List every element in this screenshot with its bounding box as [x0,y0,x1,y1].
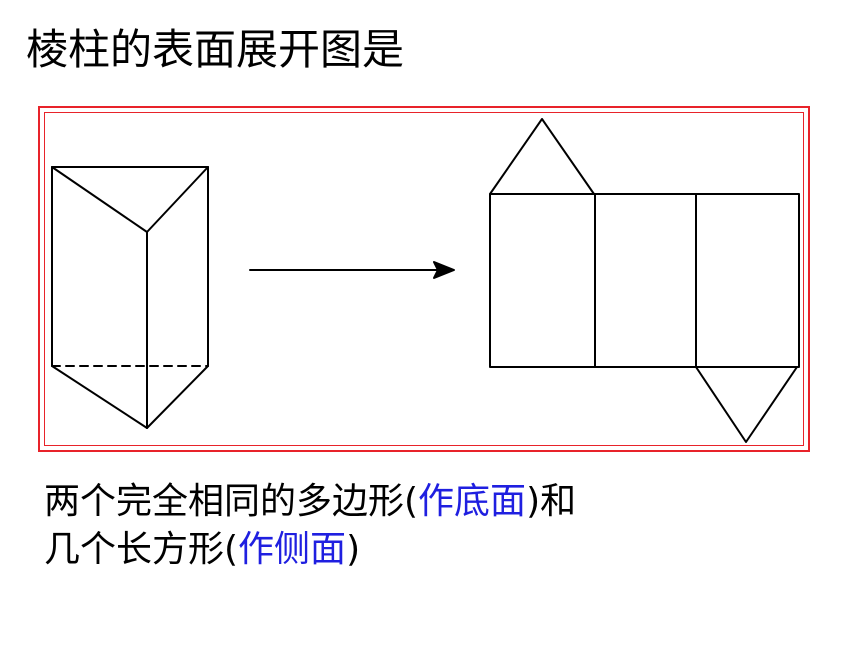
net-top-triangle [489,118,595,195]
arrow-head [433,261,455,279]
prism-top-right-edge [146,166,209,233]
arrow [249,261,455,279]
prism-top-left-edge [51,166,148,233]
diagram-frame-inner [44,112,804,446]
caption-highlight-base: 作底面 [418,481,527,522]
prism-bottom-right-edge [146,365,209,429]
page-title: 棱柱的表面展开图是 [26,25,405,74]
caption-highlight-lateral: 作侧面 [238,529,347,570]
caption-line-1: 两个完全相同的多边形(作底面)和 [44,478,576,526]
diagram-frame [38,106,810,452]
caption-line-1-text: 两个完全相同的多边形( [44,481,419,522]
caption: 两个完全相同的多边形(作底面)和 几个长方形(作侧面) [44,478,576,574]
net-rectangle-strip [489,193,800,368]
caption-line-2-text: 几个长方形( [44,529,239,570]
prism-bottom-left-edge [51,365,148,429]
triangular-prism [51,166,209,429]
caption-line-2: 几个长方形(作侧面) [44,526,576,574]
prism-net [489,118,800,443]
net-bottom-triangle [695,366,798,443]
caption-line-1-end: )和 [526,481,577,522]
caption-line-2-end: ) [346,529,361,570]
